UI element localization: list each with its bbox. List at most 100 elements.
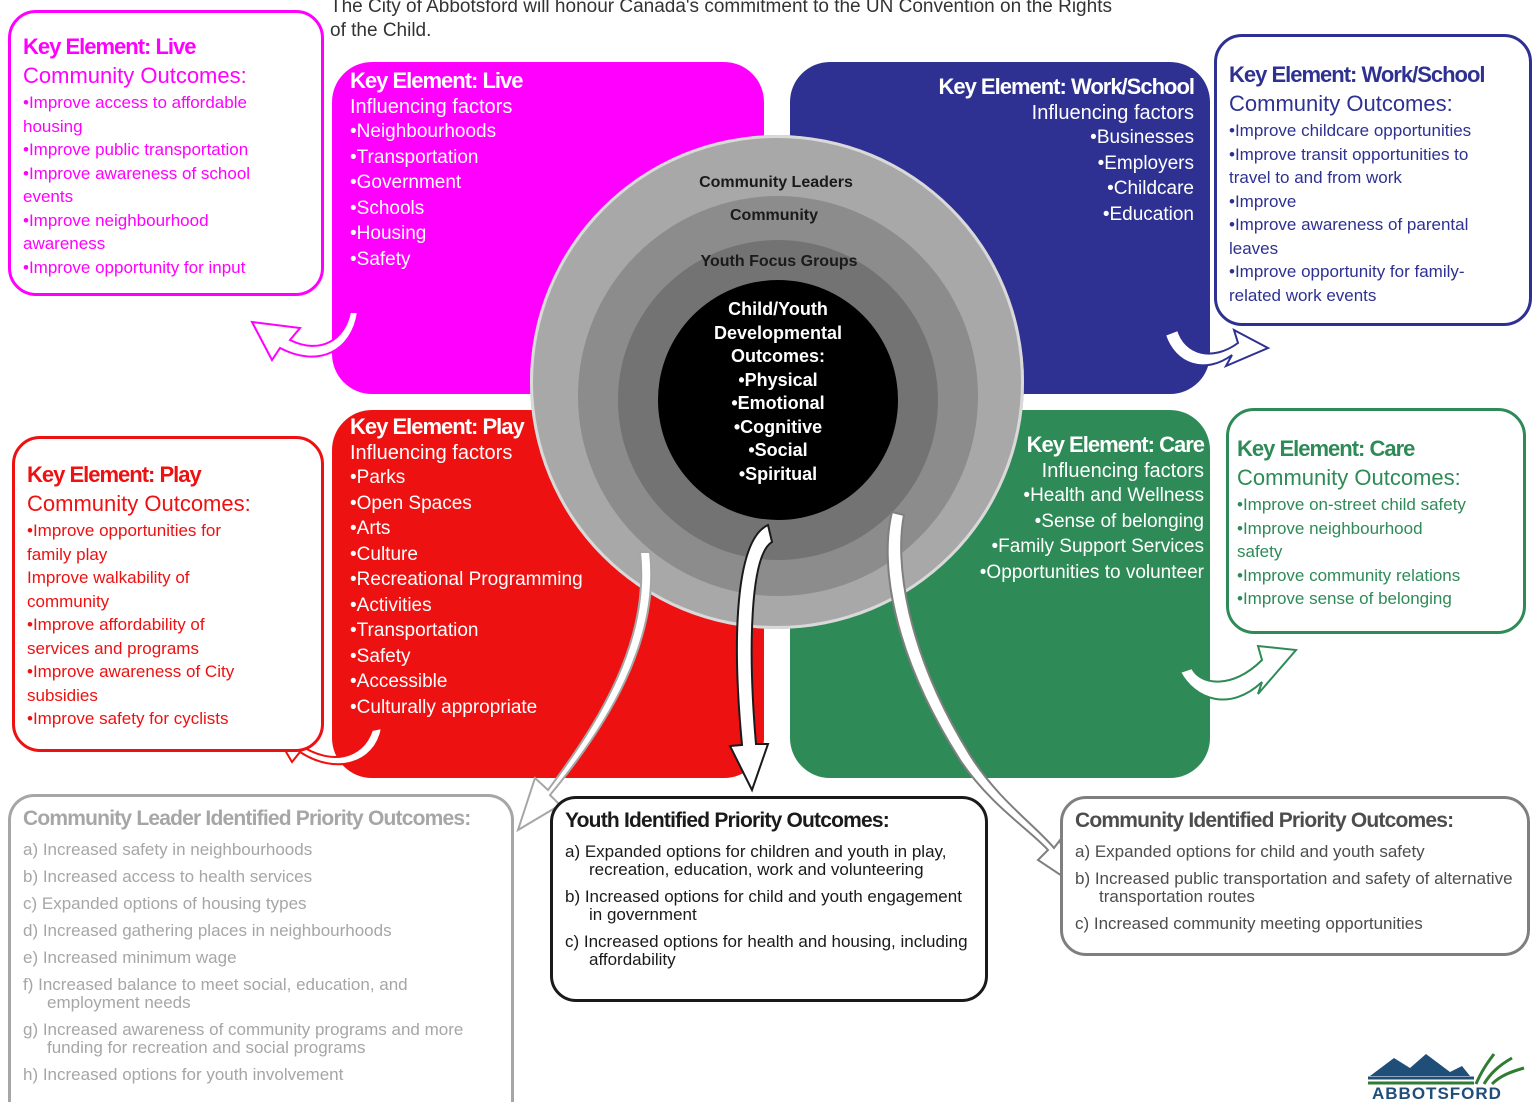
list-item: •Businesses <box>1090 127 1194 148</box>
list-item: •Accessible <box>350 671 448 692</box>
ring-label-community: Community <box>730 207 818 224</box>
list-item: •Childcare <box>1107 178 1194 199</box>
outcomes-box-care: Key Element: Care Community Outcomes: •I… <box>1226 408 1526 634</box>
list-item: a) Expanded options for child and youth … <box>1075 842 1425 861</box>
quadrant-work-title: Key Element: Work/School <box>938 74 1195 99</box>
list-item: subsidies <box>27 685 98 705</box>
list-item: •Open Spaces <box>350 492 472 514</box>
list-item: •Improve on-street child safety <box>1237 495 1466 514</box>
list-item: e) Increased minimum wage <box>23 948 237 967</box>
list-item: •Improve neighbourhood <box>1237 518 1423 538</box>
quadrant-work-subtitle: Influencing factors <box>1031 102 1194 124</box>
list-item: •Improve sense of belonging <box>1237 589 1452 608</box>
list-item: •Neighbourhoods <box>350 121 497 142</box>
core-line: •Physical <box>738 369 818 390</box>
list-item: c) Increased options for health and hous… <box>565 932 968 969</box>
quadrant-play-list: •Parks •Open Spaces •Arts •Culture •Recr… <box>350 465 583 720</box>
intro-text: The City of Abbotsford will honour Canad… <box>330 0 1230 46</box>
quadrant-live-list: •Neighbourhoods •Transportation •Governm… <box>350 119 523 272</box>
list-item: •Improve access to affordable <box>23 93 247 112</box>
outcomes-work-title: Key Element: Work/School <box>1229 62 1486 87</box>
list-item: •Improve childcare opportunities <box>1229 121 1472 140</box>
list-item: •Improve community relations <box>1237 565 1461 585</box>
list-item: b) Increased options for child and youth… <box>565 887 962 924</box>
outcomes-box-work: Key Element: Work/School Community Outco… <box>1214 34 1532 326</box>
quadrant-care-title: Key Element: Care <box>1026 432 1205 457</box>
list-item: g) Increased awareness of community prog… <box>23 1020 464 1057</box>
core-line: •Cognitive <box>733 416 823 437</box>
list-item: •Housing <box>350 223 427 244</box>
outcomes-box-play: Key Element: Play Community Outcomes: •I… <box>12 436 324 752</box>
outcomes-play-title: Key Element: Play <box>27 462 202 487</box>
list-item: •Transportation <box>350 620 479 641</box>
core-line: •Spiritual <box>738 463 818 484</box>
list-item: •Parks <box>350 467 406 488</box>
quadrant-work-list: •Businesses •Employers •Childcare •Educa… <box>938 125 1194 227</box>
abbotsford-logo: ABBOTSFORD <box>1364 1046 1530 1102</box>
list-item: awareness <box>23 234 106 253</box>
list-item: •Improve opportunity for family- <box>1229 262 1465 281</box>
list-item: safety <box>1237 542 1283 561</box>
outcomes-work-subtitle: Community Outcomes: <box>1229 91 1453 116</box>
outcomes-play-subtitle: Community Outcomes: <box>27 491 251 516</box>
quadrant-live-subtitle: Influencing factors <box>350 96 513 118</box>
priority-community-title: Community Identified Priority Outcomes: <box>1075 809 1454 832</box>
list-item: •Arts <box>350 518 391 539</box>
logo-text: ABBOTSFORD <box>1372 1084 1502 1102</box>
list-item: c) Expanded options of housing types <box>23 894 307 913</box>
list-item: •Activities <box>350 594 432 616</box>
mountain-logo-icon <box>1368 1053 1525 1086</box>
priority-box-community-leader: Community Leader Identified Priority Out… <box>8 794 514 1102</box>
list-item: •Improve awareness of City <box>27 662 235 681</box>
list-item: a) Increased safety in neighbourhoods <box>23 840 313 859</box>
list-item: •Improve affordability of <box>27 615 205 634</box>
quadrant-care-list: •Health and Wellness •Sense of belonging… <box>980 483 1204 585</box>
priority-box-youth: Youth Identified Priority Outcomes: a) E… <box>550 796 988 1002</box>
list-item: b) Increased public transportation and s… <box>1075 869 1513 906</box>
outcomes-care-subtitle: Community Outcomes: <box>1237 465 1461 490</box>
list-item: •Improve awareness of school <box>23 163 251 183</box>
list-item: •Improve neighbourhood <box>23 210 209 230</box>
list-item: •Improve transit opportunities to <box>1229 144 1469 164</box>
list-item: events <box>23 187 74 206</box>
list-item: •Improve opportunities for <box>27 521 221 540</box>
priority-box-community: Community Identified Priority Outcomes: … <box>1060 796 1530 956</box>
list-item: leaves <box>1229 238 1279 258</box>
outcomes-live-subtitle: Community Outcomes: <box>23 63 247 88</box>
core-outcomes-text: Child/Youth Developmental Outcomes: •Phy… <box>660 298 896 486</box>
list-item: •Improve opportunity for input <box>23 257 246 277</box>
list-item: f) Increased balance to meet social, edu… <box>23 975 408 1012</box>
list-item: c) Increased community meeting opportuni… <box>1075 914 1423 933</box>
core-line: •Social <box>748 440 808 460</box>
core-line: •Emotional <box>731 393 825 413</box>
list-item: Improve walkability of <box>27 568 190 587</box>
list-item: •Safety <box>350 248 411 270</box>
priority-leader-title: Community Leader Identified Priority Out… <box>23 807 471 830</box>
core-line: Child/Youth <box>728 299 828 319</box>
outcomes-care-title: Key Element: Care <box>1237 436 1415 461</box>
outcomes-box-live: Key Element: Live Community Outcomes: •I… <box>8 10 324 296</box>
quadrant-live-title: Key Element: Live <box>350 68 524 93</box>
list-item: h) Increased options for youth involveme… <box>23 1065 344 1084</box>
quadrant-care-subtitle: Influencing factors <box>1041 460 1204 482</box>
list-item: •Opportunities to volunteer <box>979 561 1204 583</box>
ring-label-community-leaders: Community Leaders <box>699 174 853 191</box>
list-item: housing <box>23 116 83 136</box>
intro-line-1: The City of Abbotsford will honour Canad… <box>330 0 1112 17</box>
list-item: •Schools <box>350 197 425 219</box>
list-item: b) Increased access to health services <box>23 867 313 886</box>
list-item: services and programs <box>27 638 199 658</box>
list-item: •Improve awareness of parental <box>1229 215 1469 234</box>
core-line: Outcomes: <box>730 346 826 366</box>
list-item: related work events <box>1229 285 1377 305</box>
outcomes-live-title: Key Element: Live <box>23 34 197 59</box>
list-item: •Safety <box>350 645 411 667</box>
list-item: •Education <box>1102 203 1194 225</box>
core-circle <box>658 280 898 520</box>
list-item: travel to and from work <box>1229 168 1402 187</box>
list-item: •Recreational Programming <box>350 569 583 590</box>
list-item: •Improve safety for cyclists <box>27 709 229 728</box>
intro-line-2: of the Child. <box>330 20 432 41</box>
list-item: a) Expanded options for children and you… <box>565 842 947 879</box>
list-item: •Sense of belonging <box>1034 510 1204 532</box>
